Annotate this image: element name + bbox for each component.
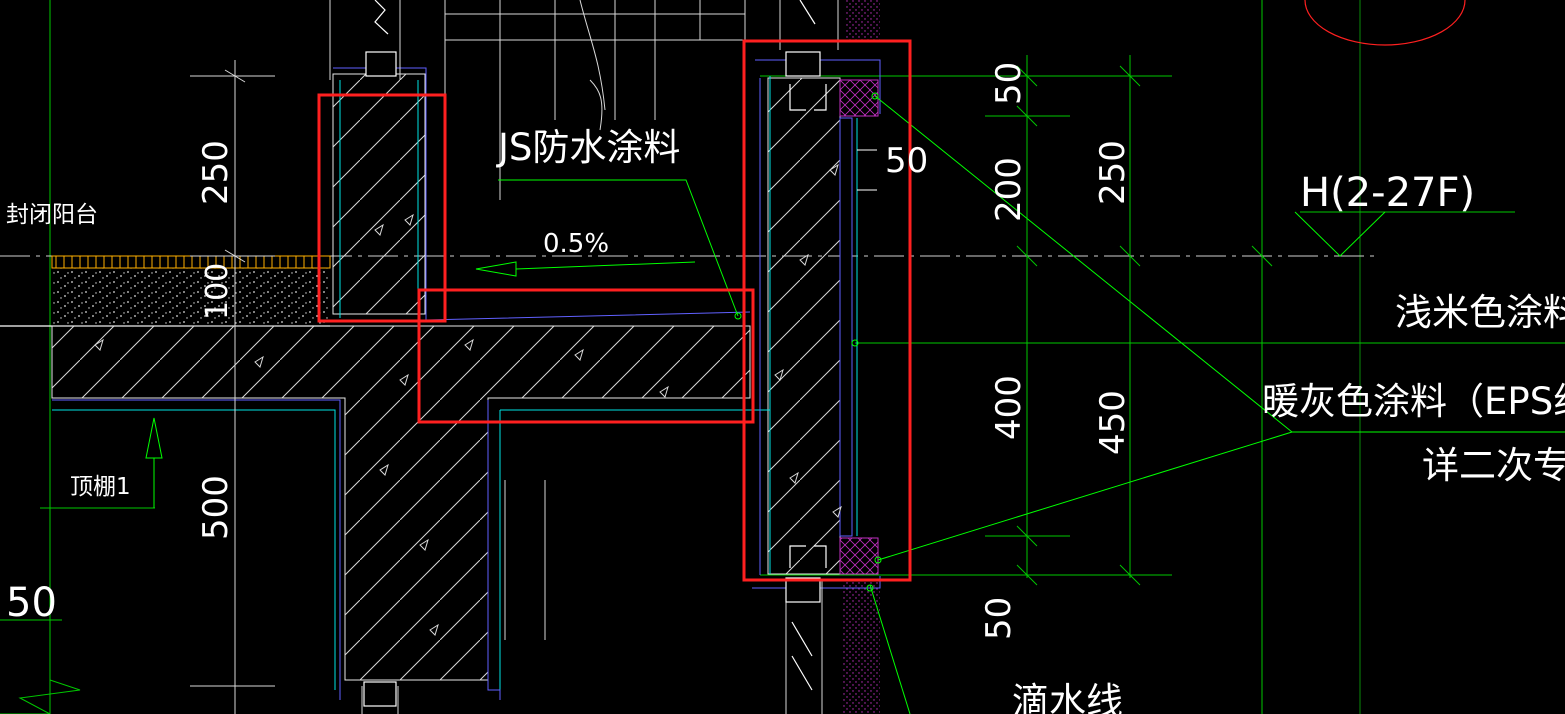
dim-450-right: 450 [1093,390,1133,455]
dim-400: 400 [989,375,1029,440]
highlight-boxes [317,39,912,582]
axis-bubble-arc [1304,0,1466,46]
ceiling-arrow [145,417,163,508]
window-frame-bottom-left [363,681,397,707]
label-drip-line: 滴水线 [1012,680,1123,714]
dim-50-top: 50 [989,62,1029,105]
highlight-wall [742,39,912,582]
dim-500-left: 500 [196,475,236,540]
highlight-parapet [317,93,447,323]
dim-50-far-left: 50 [6,580,57,626]
insulation-strip-lower [842,580,880,714]
dim-250-right: 250 [1093,140,1133,205]
label-light-beige: 浅米色涂料 [1395,291,1565,334]
dim-250-left: 250 [196,140,236,205]
floor-screed [52,268,330,324]
dim-100-left: 100 [200,263,235,320]
leader-lines [498,95,1565,714]
dim-200: 200 [989,157,1029,222]
dim-50-bottom: 50 [979,597,1019,640]
slope-arrow [475,261,696,277]
label-slope: 0.5% [543,229,609,259]
label-see-secondary: 详二次专项 [1422,444,1565,487]
insulation-strip-upper [845,0,880,40]
insulation-block-top [839,79,879,117]
exterior-wall [767,77,841,575]
highlight-slab [417,288,755,424]
eps-insulation [839,117,853,537]
window-frame-bottom-right [785,577,821,603]
break-symbol [0,679,81,714]
insulation-block-bottom [839,537,879,575]
parapet-wall [332,73,426,315]
concrete-structure [0,0,881,714]
dim-50-inner: 50 [885,141,928,181]
label-level-tag: H(2-27F) [1300,170,1475,216]
label-enclosed-balcony: 封闭阳台 [6,202,98,228]
window-frame-top-left [365,51,397,77]
label-ceiling: 顶棚1 [70,474,131,500]
window-frame-top-right [785,51,821,77]
label-warm-gray: 暖灰色涂料（EPS组 [1262,380,1565,423]
label-waterproof: JS防水涂料 [496,126,680,169]
